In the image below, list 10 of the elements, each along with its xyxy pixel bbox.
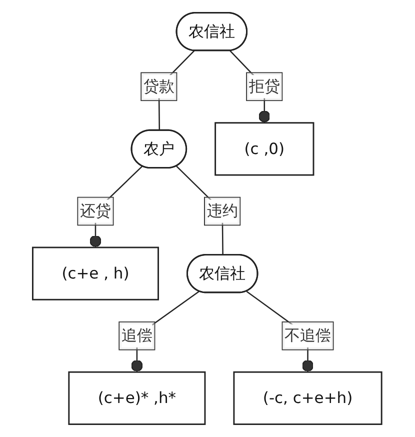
node-box: (c+e)* ,h* <box>68 371 206 425</box>
node-box: (-c, c+e+h) <box>234 371 383 425</box>
node-box: (c ,0) <box>214 122 315 176</box>
edge-label: 追偿 <box>122 326 153 345</box>
node-box: (c+e , h) <box>32 246 160 300</box>
edge-label: 拒贷 <box>249 76 280 96</box>
edge-label: 还贷 <box>80 202 112 220</box>
edge-label: 贷款 <box>144 76 175 96</box>
edge-label: 不追偿 <box>284 326 332 345</box>
edge-label: 违约 <box>207 202 238 220</box>
